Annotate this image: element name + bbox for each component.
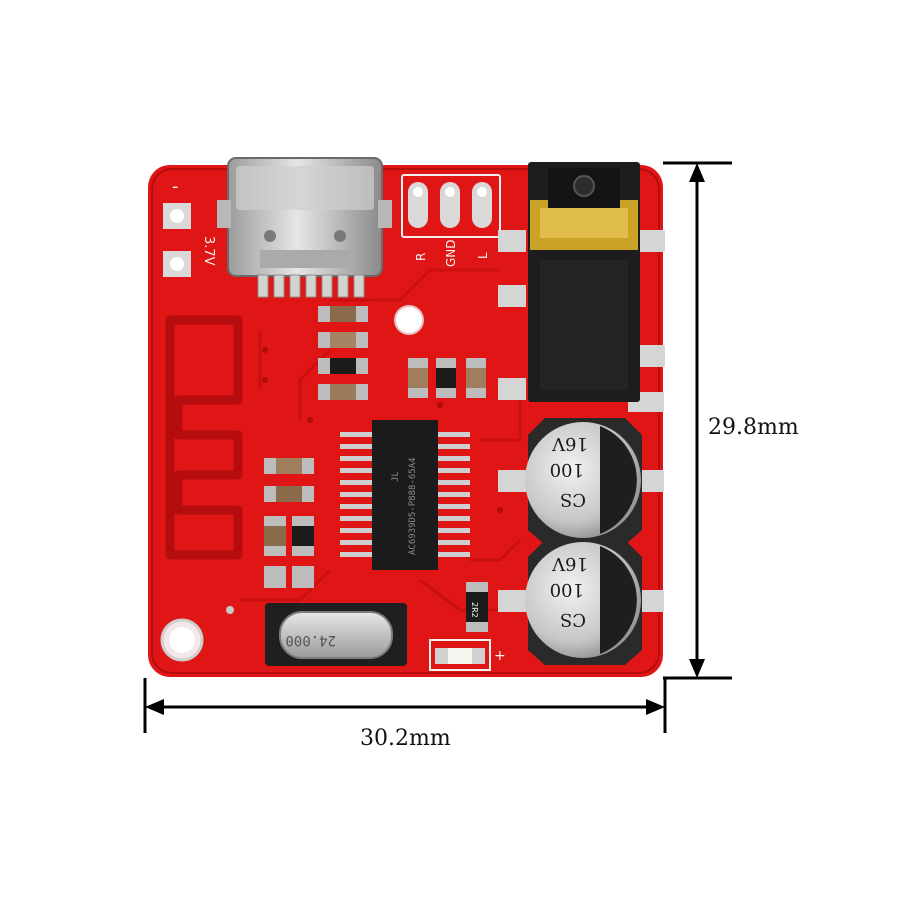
silk-pin-r: R xyxy=(414,253,428,261)
height-dimension xyxy=(663,161,732,680)
led-indicator xyxy=(429,639,491,671)
cap-top-voltage: 16V xyxy=(551,433,588,454)
resistor-code: 2R2 xyxy=(470,602,479,618)
crystal-frequency: 24.000 xyxy=(285,632,336,648)
resistor-2r2: 2R2 xyxy=(466,582,488,632)
silk-pin-l: L xyxy=(476,252,490,259)
usb-c-connector xyxy=(217,157,392,298)
silk-plus: + xyxy=(494,648,506,664)
height-label: 29.8mm xyxy=(708,415,799,440)
width-label: 30.2mm xyxy=(360,726,451,751)
silk-minus: - xyxy=(172,176,179,197)
cap-bottom-brand: CS xyxy=(560,609,586,630)
audio-output-pads xyxy=(401,174,501,238)
audio-jack xyxy=(498,162,665,412)
capacitor-bottom: 16V 100 CS xyxy=(498,540,664,665)
cap-bottom-voltage: 16V xyxy=(551,553,588,574)
chip-marking: AC6939D5-P888-65A4 xyxy=(408,457,418,555)
smd-components xyxy=(264,306,486,588)
power-pads xyxy=(163,203,191,277)
mounting-hole-center xyxy=(394,305,424,335)
bluetooth-antenna xyxy=(165,315,243,560)
cap-top-brand: CS xyxy=(560,489,586,510)
cap-top-capacitance: 100 xyxy=(550,459,584,480)
silk-voltage: 3.7V xyxy=(201,236,216,266)
chip-logo: JL xyxy=(391,471,401,482)
width-dimension xyxy=(143,678,667,733)
cap-bottom-capacitance: 100 xyxy=(550,579,584,600)
crystal-oscillator: 24.000 xyxy=(265,603,407,666)
silk-pin-gnd: GND xyxy=(444,239,458,267)
capacitor-top: 16V 100 CS xyxy=(498,418,664,545)
audio-decoder-chip: JL AC6939D5-P888-65A4 xyxy=(340,420,470,570)
